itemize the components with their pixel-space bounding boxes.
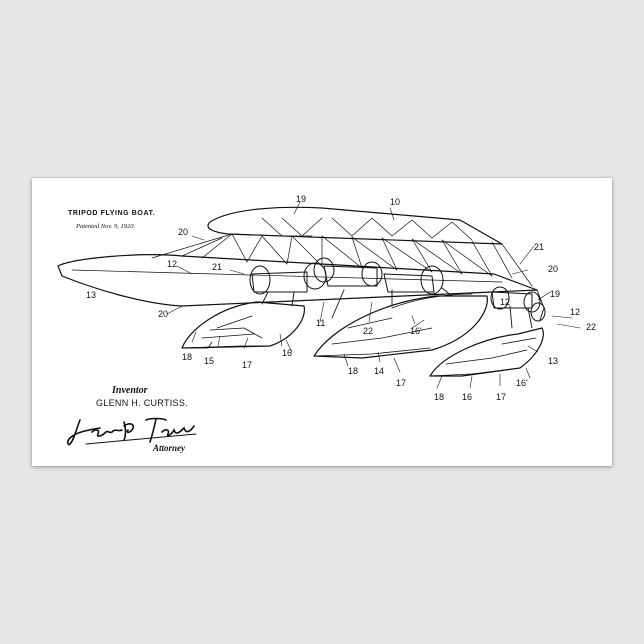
inventor-name: GLENN H. CURTISS. (96, 398, 188, 408)
patent-title: TRIPOD FLYING BOAT. (68, 210, 155, 217)
ref-18c: 18 (434, 392, 444, 402)
ref-16a: 16 (282, 348, 292, 358)
upper-wing (208, 207, 502, 244)
ref-16pb: 16' (516, 378, 528, 388)
hull-left (182, 302, 304, 348)
attorney-label: Attorney (153, 443, 185, 453)
ref-19b: 19 (550, 289, 560, 299)
ref-12a: 12 (167, 259, 177, 269)
lower-wing (58, 255, 537, 306)
ref-12b: 12 (570, 307, 580, 317)
ref-15: 15 (204, 356, 214, 366)
ref-19a: 19 (296, 194, 306, 204)
ref-12c: 12 (500, 297, 510, 307)
ref-22b: 22 (586, 322, 596, 332)
ref-20a: 20 (178, 227, 188, 237)
ref-21a: 21 (212, 262, 222, 272)
ref-13a: 13 (86, 290, 96, 300)
hull-middle (314, 296, 487, 358)
inventor-block: Inventor GLENN H. CURTISS. (62, 385, 188, 408)
inventor-label: Inventor (112, 385, 188, 396)
ref-17b: 17 (396, 378, 406, 388)
ref-18b: 18 (348, 366, 358, 376)
ref-16pa: 16' (410, 326, 422, 336)
ref-14: 14 (374, 366, 384, 376)
ref-17c: 17 (496, 392, 506, 402)
ref-21b: 21 (534, 242, 544, 252)
patent-poster: 10 19 20 12 21 13 20 11 22 16' 21 20 19 … (32, 178, 612, 466)
ref-17a: 17 (242, 360, 252, 370)
ref-22a: 22 (363, 326, 373, 336)
ref-11: 11 (316, 318, 325, 328)
ref-10: 10 (390, 197, 400, 207)
ref-13b: 13 (548, 356, 558, 366)
ref-16b: 16 (462, 392, 472, 402)
ref-20c: 20 (548, 264, 558, 274)
ref-18a: 18 (182, 352, 192, 362)
ref-20b: 20 (158, 309, 168, 319)
patent-date: Patented Nov. 9, 1920. (76, 223, 155, 230)
patent-title-block: TRIPOD FLYING BOAT. Patented Nov. 9, 192… (68, 210, 155, 230)
